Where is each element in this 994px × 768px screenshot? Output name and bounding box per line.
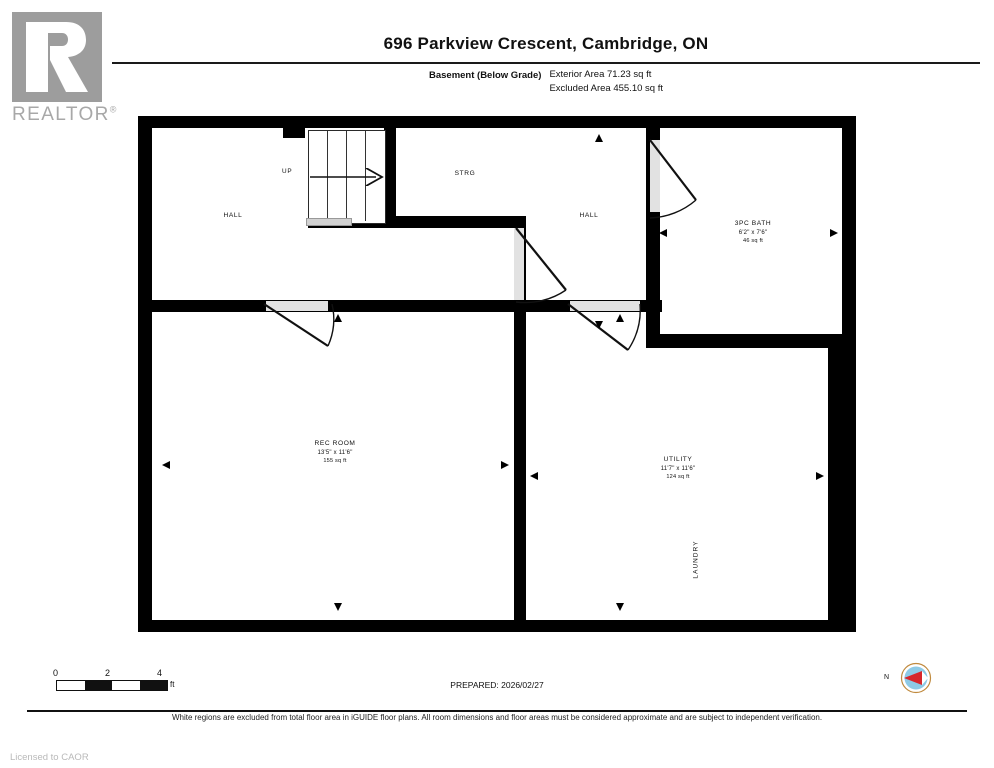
stair-tread — [327, 131, 328, 221]
wall-stair-notch — [283, 128, 305, 138]
prepared-date: PREPARED: 2026/02/27 — [450, 680, 544, 690]
room-label-hall-left: HALL — [223, 212, 243, 219]
scale-unit-label: ft — [170, 680, 175, 689]
compass-icon — [900, 662, 932, 694]
page-title: 696 Parkview Crescent, Cambridge, ON — [383, 34, 709, 53]
dim-arrow-utility-bottom — [616, 603, 624, 611]
dim-arrow-bath-bottom — [595, 321, 603, 329]
door-swing-recroom — [263, 303, 335, 347]
scale-segment — [112, 681, 140, 690]
wall-stair-right — [384, 128, 396, 226]
dim-arrow-recroom-left — [162, 461, 170, 469]
scale-tick-2: 2 — [105, 668, 111, 678]
compass-north-label: N — [884, 674, 890, 681]
wall-exterior-right — [842, 116, 856, 632]
scale-segment — [84, 681, 112, 690]
wall-recroom-utility-divider — [514, 312, 526, 620]
staircase — [306, 130, 386, 226]
wall-exterior-bottom — [138, 620, 856, 632]
dim-arrow-utility-top — [616, 314, 624, 322]
stair-tread — [365, 131, 366, 221]
footer-divider — [27, 710, 967, 712]
wall-exterior-left — [138, 116, 152, 632]
level-label: Basement (Below Grade) — [428, 70, 542, 81]
realtor-r-glyph — [26, 22, 88, 92]
stair-direction-arrow-icon — [310, 168, 384, 186]
room-label-bath: 3PC BATH 6'2" x 7'6" 46 sq ft — [734, 220, 772, 245]
scale-segment — [57, 681, 85, 690]
wall-bath-lowleft — [646, 300, 660, 348]
room-label-recroom: REC ROOM 13'5" x 11'6" 155 sq ft — [314, 440, 356, 465]
disclaimer-text: White regions are excluded from total fl… — [171, 713, 823, 722]
license-text: Licensed to CAOR — [10, 752, 89, 763]
stair-landing — [306, 218, 352, 226]
room-label-strg: STRG — [454, 170, 476, 177]
room-label-laundry: LAUNDRY — [692, 540, 700, 579]
door-gap-utility — [570, 301, 640, 311]
scale-tick-4: 4 — [157, 668, 163, 678]
registered-mark: ® — [109, 104, 118, 115]
wall-recroom-top — [152, 300, 526, 312]
subheader: Basement (Below Grade) Exterior Area 71.… — [112, 68, 980, 96]
wall-bath-bottom — [646, 334, 856, 348]
dim-arrow-recroom-right — [501, 461, 509, 469]
room-label-hall-right: HALL — [579, 212, 599, 219]
door-gap-recroom — [266, 301, 328, 311]
dim-arrow-utility-right — [816, 472, 824, 480]
door-swing-hall-center — [515, 227, 567, 304]
realtor-logo: REALTOR® — [12, 12, 116, 132]
scale-bar — [56, 680, 168, 691]
dim-arrow-bath-top — [595, 134, 603, 142]
realtor-r-mark — [12, 12, 102, 102]
door-gap-hall-center — [514, 228, 524, 300]
wall-exterior-top — [138, 116, 856, 128]
realtor-brand-text: REALTOR — [12, 104, 110, 125]
scale-segment — [139, 681, 167, 690]
area-summary: Exterior Area 71.23 sq ft Excluded Area … — [549, 68, 663, 96]
door-swing-bath — [649, 139, 697, 219]
dim-arrow-bath-left — [659, 229, 667, 237]
dim-arrow-bath-right — [830, 229, 838, 237]
dim-arrow-recroom-bottom — [334, 603, 342, 611]
exterior-area: Exterior Area 71.23 sq ft — [549, 69, 652, 80]
dim-arrow-utility-left — [530, 472, 538, 480]
stair-tread — [346, 131, 347, 221]
realtor-wordmark: REALTOR® — [12, 104, 124, 126]
room-label-utility: UTILITY 11'7" x 11'6" 124 sq ft — [660, 456, 696, 481]
title-divider — [112, 62, 980, 64]
floorplan-drawing: UP HALL STRG HALL 3PC BATH 6'2" x 7'6" 4… — [138, 116, 856, 632]
door-swing-utility — [567, 303, 641, 351]
stair-up-label: UP — [282, 168, 293, 175]
dim-arrow-recroom-top — [334, 314, 342, 322]
scale-tick-0: 0 — [53, 668, 59, 678]
door-gap-bath — [650, 140, 660, 212]
excluded-area: Excluded Area 455.10 sq ft — [549, 83, 663, 94]
wall-utility-right — [828, 334, 842, 620]
